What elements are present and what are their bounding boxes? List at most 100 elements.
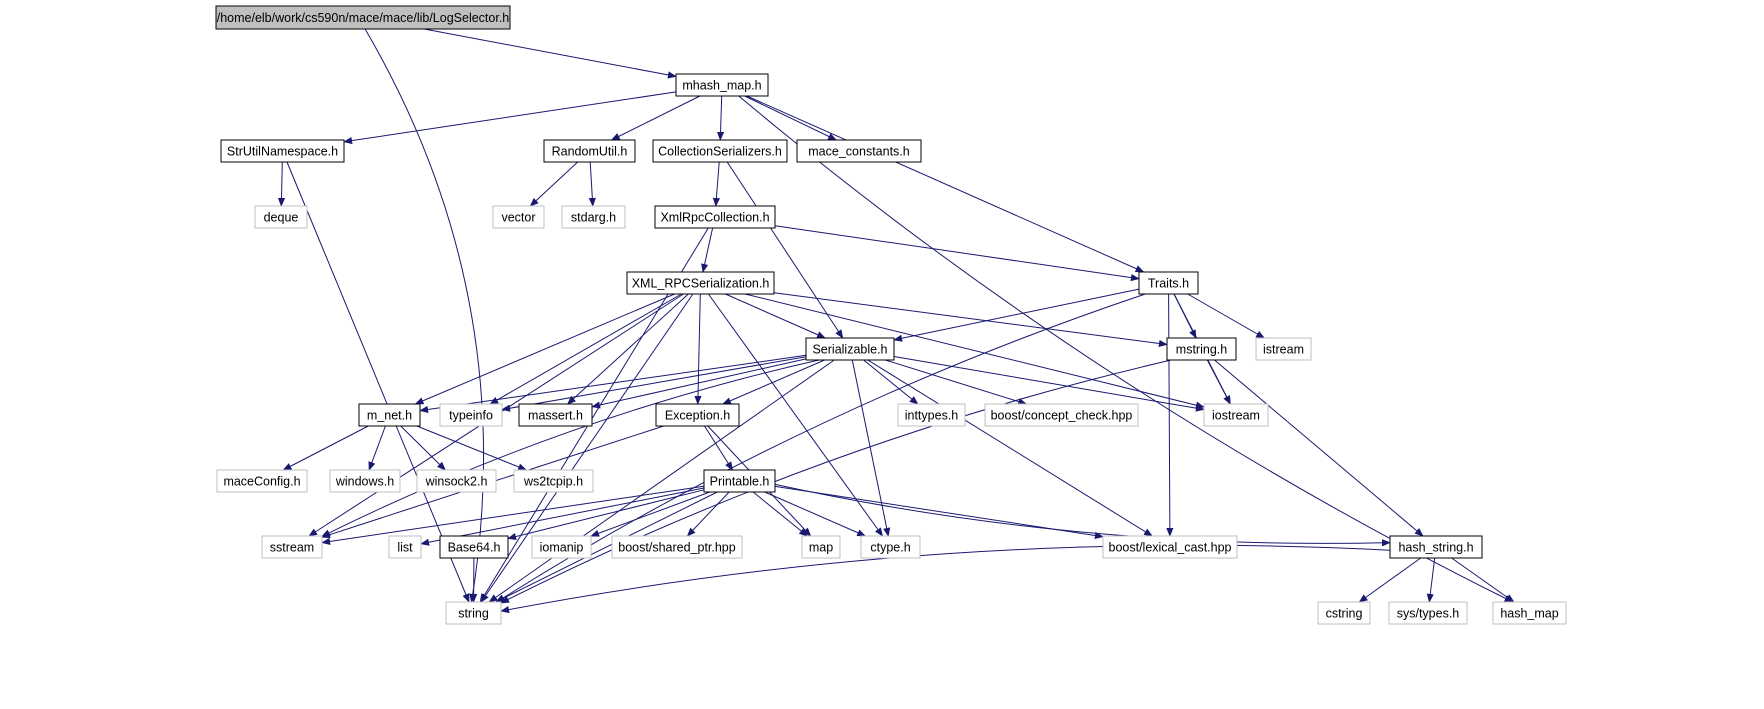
node-root[interactable]: /home/elb/work/cs590n/mace/mace/lib/LogS… (215, 5, 511, 30)
node-maceconst[interactable]: mace_constants.h (796, 139, 922, 163)
edge-mnet-to-ws2tcpip (416, 425, 528, 471)
edge-traits-to-serializable (893, 288, 1140, 342)
edge-mnet-to-maceconfig (282, 425, 369, 471)
node-box-sharedptr (611, 535, 743, 559)
node-box-vector (492, 205, 545, 229)
edge-exception-to-printable (704, 425, 733, 471)
edge-collser-to-xmlrpccoll (712, 161, 721, 207)
node-strutil[interactable]: StrUtilNamespace.h (220, 139, 345, 163)
node-label-xmlrpccoll: XmlRpcCollection.h (660, 210, 769, 224)
edge-traits-to-istream (1187, 293, 1266, 339)
edge-hashstring-to-systypes (1426, 557, 1436, 603)
edge-serializable-to-mnet (419, 354, 807, 414)
node-inttypes: inttypes.h (897, 403, 966, 427)
edge-xmlrpcser-to-exception (694, 293, 702, 405)
edge-mhash_map-to-strutil (343, 91, 677, 145)
node-hashstring[interactable]: hash_string.h (1389, 535, 1483, 559)
node-label-hashmap: hash_map (1500, 606, 1558, 620)
edge-printable-to-map (752, 491, 809, 537)
node-xmlrpcser[interactable]: XML_RPCSerialization.h (626, 271, 775, 295)
edge-randomutil-to-stdarg (588, 161, 596, 207)
edge-randomutil-to-vector (529, 161, 579, 207)
node-string: string (445, 601, 502, 625)
node-label-conceptcheck: boost/concept_check.hpp (991, 408, 1133, 422)
node-label-stdarg: stdarg.h (571, 210, 616, 224)
node-deque: deque (254, 205, 308, 229)
node-vector: vector (492, 205, 545, 229)
node-label-winsock2: winsock2.h (425, 474, 488, 488)
node-randomutil[interactable]: RandomUtil.h (543, 139, 636, 163)
node-massert[interactable]: massert.h (518, 403, 593, 427)
node-box-lexicalcast (1102, 535, 1238, 559)
node-label-sharedptr: boost/shared_ptr.hpp (618, 540, 735, 554)
node-box-hashmap (1492, 601, 1567, 625)
node-conceptcheck: boost/concept_check.hpp (984, 403, 1139, 427)
edge-strutil-to-string (286, 161, 470, 603)
node-mnet[interactable]: m_net.h (358, 403, 421, 427)
edge-mhash_map-to-collser (716, 95, 725, 141)
node-box-inttypes (897, 403, 966, 427)
node-printable[interactable]: Printable.h (703, 469, 776, 493)
node-label-printable: Printable.h (710, 474, 770, 488)
node-box-systypes (1388, 601, 1468, 625)
node-mhash_map[interactable]: mhash_map.h (675, 73, 769, 97)
node-label-mhash_map: mhash_map.h (682, 78, 761, 92)
node-base64[interactable]: Base64.h (439, 535, 509, 559)
node-maceconfig: maceConfig.h (216, 469, 308, 493)
node-label-windows: windows.h (335, 474, 394, 488)
edge-mnet-to-winsock2 (400, 425, 446, 471)
edge-serializable-to-sstream (321, 359, 820, 537)
node-label-serializable: Serializable.h (812, 342, 887, 356)
node-xmlrpccoll[interactable]: XmlRpcCollection.h (654, 205, 776, 229)
node-ws2tcpip: ws2tcpip.h (513, 469, 594, 493)
node-mstring[interactable]: mstring.h (1166, 337, 1237, 361)
edge-printable-to-base64 (507, 489, 705, 541)
node-collser[interactable]: CollectionSerializers.h (652, 139, 788, 163)
node-box-base64 (439, 535, 509, 559)
node-sstream: sstream (261, 535, 323, 559)
edge-mnet-to-windows (368, 425, 386, 471)
edge-printable-to-hashstring (774, 483, 1391, 547)
node-box-mstring (1166, 337, 1237, 361)
node-label-lexicalcast: boost/lexical_cast.hpp (1109, 540, 1232, 554)
edge-mstring-to-iostream (1206, 359, 1231, 405)
node-windows: windows.h (329, 469, 401, 493)
node-box-windows (329, 469, 401, 493)
edge-mhash_map-to-randomutil (610, 95, 701, 141)
node-winsock2: winsock2.h (416, 469, 497, 493)
edge-root-to-mhash_map (424, 28, 677, 79)
node-iostream: iostream (1203, 403, 1269, 427)
node-label-typeinfo: typeinfo (449, 408, 493, 422)
node-exception[interactable]: Exception.h (655, 403, 740, 427)
edge-serializable-to-massert (591, 358, 807, 409)
node-label-exception: Exception.h (665, 408, 730, 422)
node-label-list: list (397, 540, 413, 554)
edge-printable-to-ctype (764, 491, 867, 537)
nodes-layer: /home/elb/work/cs590n/mace/mace/lib/LogS… (215, 5, 1567, 625)
node-label-xmlrpcser: XML_RPCSerialization.h (632, 276, 770, 290)
node-serializable[interactable]: Serializable.h (805, 337, 895, 361)
edge-strutil-to-deque (277, 161, 286, 207)
node-label-systypes: sys/types.h (1397, 606, 1460, 620)
edge-mstring-to-hashstring (1214, 359, 1424, 537)
edges-layer (277, 28, 1515, 614)
node-label-randomutil: RandomUtil.h (552, 144, 628, 158)
node-lexicalcast: boost/lexical_cast.hpp (1102, 535, 1238, 559)
node-box-list (388, 535, 422, 559)
node-label-iostream: iostream (1212, 408, 1260, 422)
node-box-maceconfig (216, 469, 308, 493)
node-box-printable (703, 469, 776, 493)
node-cstring: cstring (1317, 601, 1371, 625)
edge-xmlrpcser-to-serializable (725, 293, 826, 339)
node-label-iomanip: iomanip (540, 540, 584, 554)
node-box-serializable (805, 337, 895, 361)
node-typeinfo: typeinfo (439, 403, 503, 427)
node-label-maceconfig: maceConfig.h (223, 474, 300, 488)
node-label-mnet: m_net.h (367, 408, 412, 422)
node-list: list (388, 535, 422, 559)
node-box-winsock2 (416, 469, 497, 493)
node-stdarg: stdarg.h (561, 205, 626, 229)
edge-mstring-to-string (500, 359, 1172, 604)
node-traits[interactable]: Traits.h (1138, 271, 1199, 295)
edge-xmlrpcser-to-mstring (773, 292, 1168, 348)
